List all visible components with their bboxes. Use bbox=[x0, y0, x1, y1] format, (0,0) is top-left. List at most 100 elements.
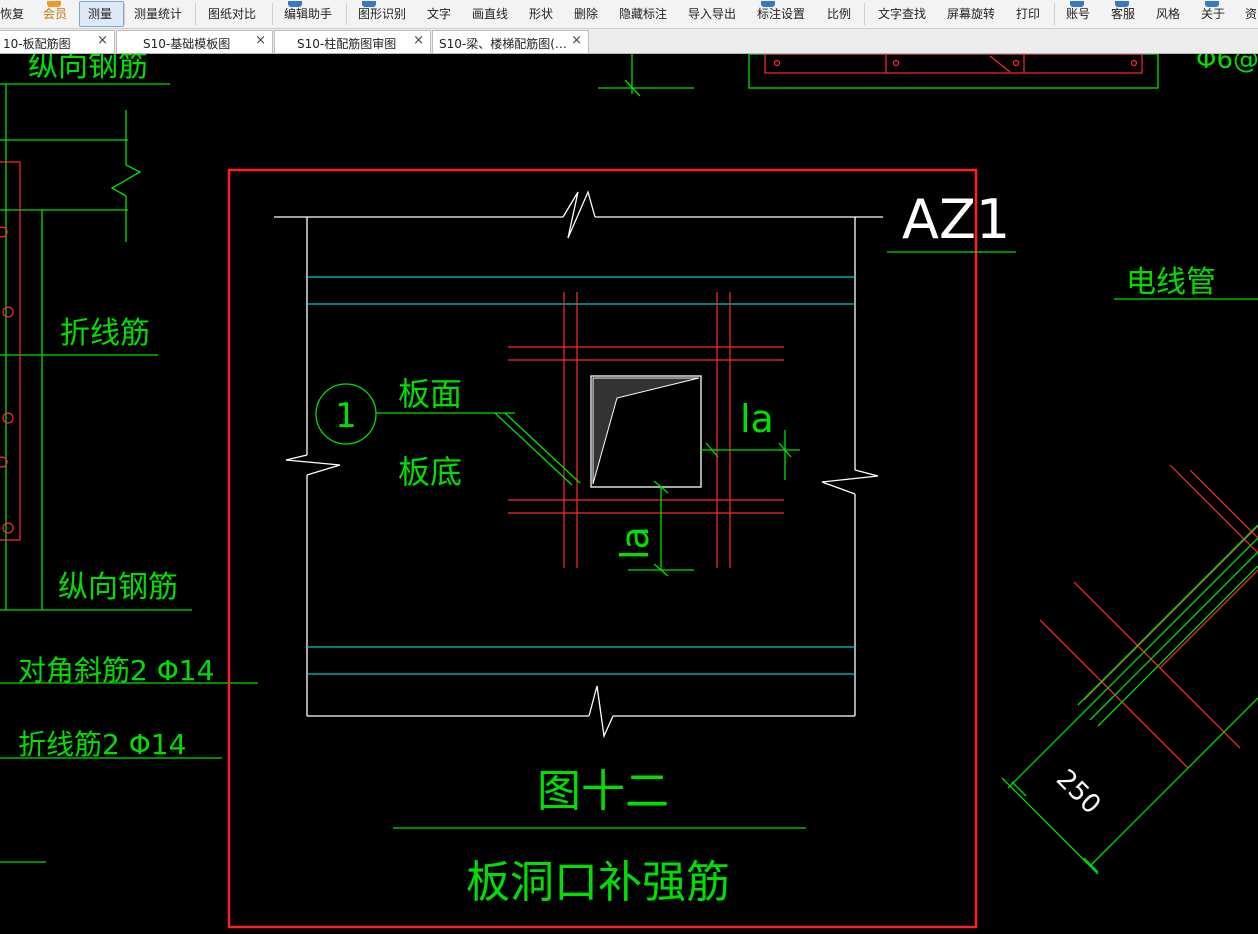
figure-caption: 板洞口补强筋 bbox=[466, 857, 730, 908]
toolbar-button-label: 图纸对比 bbox=[208, 7, 257, 21]
close-icon[interactable]: × bbox=[413, 33, 424, 48]
toolbar-button-label: 删除 bbox=[574, 7, 599, 21]
toolbar-button[interactable]: 资 bbox=[1245, 7, 1257, 21]
tab-ban-peijin[interactable]: 10-板配筋图 × bbox=[0, 30, 115, 53]
toolbar-button-label: 文字 bbox=[427, 7, 452, 21]
toolbar-icon bbox=[761, 1, 775, 7]
toolbar-button-label: 导入导出 bbox=[688, 7, 737, 21]
label-conduit: 电线管 bbox=[1126, 265, 1216, 300]
toolbar-button[interactable]: 会员 bbox=[43, 1, 68, 21]
main-toolbar: 恢复 会员 测量 测量统计 图纸对比 编辑助手 图形识别 文字 画直线 形状 删除 隐藏标注 导入导出 标… bbox=[0, 0, 1258, 29]
toolbar-button-label: 资 bbox=[1245, 7, 1258, 21]
toolbar-button[interactable]: 客服 bbox=[1111, 1, 1136, 21]
toolbar-button[interactable]: 编辑助手 bbox=[284, 1, 332, 21]
toolbar-button-label: 比例 bbox=[827, 7, 852, 21]
toolbar-button[interactable]: 隐藏标注 bbox=[619, 7, 667, 21]
toolbar-separator bbox=[124, 3, 125, 25]
label-top-right-rebar: Φ6@ bbox=[1196, 54, 1258, 75]
toolbar-button-label: 打印 bbox=[1016, 7, 1041, 21]
toolbar-separator bbox=[195, 3, 196, 25]
tab-zhu-peijin[interactable]: S10-柱配筋图审图 × bbox=[274, 30, 431, 53]
toolbar-icon bbox=[1070, 1, 1084, 7]
toolbar-button[interactable]: 文字查找 bbox=[878, 7, 926, 21]
label-la-right: la bbox=[740, 397, 774, 441]
toolbar-button-label: 账号 bbox=[1066, 7, 1091, 21]
label-top-face: 板面 bbox=[398, 375, 462, 413]
tab-label: S10-梁、楼梯配筋图(… bbox=[439, 37, 567, 51]
toolbar-separator bbox=[272, 3, 273, 25]
callout-circle bbox=[315, 383, 377, 445]
toolbar-button-label: 测量统计 bbox=[134, 7, 183, 21]
toolbar-button[interactable]: 风格 bbox=[1156, 7, 1180, 21]
toolbar-button-label: 会员 bbox=[43, 7, 68, 21]
toolbar-button[interactable]: 删除 bbox=[574, 7, 598, 21]
toolbar-separator bbox=[1054, 3, 1055, 25]
dimension-250: 250 bbox=[1050, 764, 1106, 820]
toolbar-button[interactable]: 测量 bbox=[88, 7, 112, 21]
close-icon[interactable]: × bbox=[97, 33, 108, 48]
toolbar-separator bbox=[864, 3, 865, 25]
toolbar-button[interactable]: 账号 bbox=[1066, 1, 1091, 21]
drawing-canvas[interactable]: 纵向钢筋 折线筋 纵向钢筋 对角斜筋2 Φ14 折线筋2 Φ14 Φ6@ 电线管 bbox=[0, 45, 1258, 930]
label-bottom-face: 板底 bbox=[398, 453, 462, 491]
toolbar-icon bbox=[47, 1, 61, 7]
label-longitudinal-top: 纵向钢筋 bbox=[28, 54, 148, 84]
tab-label: 10-板配筋图 bbox=[3, 37, 71, 51]
figure-number: 图十二 bbox=[537, 766, 669, 817]
toolbar-icon bbox=[362, 1, 376, 7]
toolbar-button[interactable]: 恢复 bbox=[0, 7, 24, 21]
tab-label: S10-柱配筋图审图 bbox=[297, 37, 397, 51]
toolbar-button[interactable]: 图形识别 bbox=[358, 1, 406, 21]
label-az1: AZ1 bbox=[902, 188, 1010, 251]
tab-jichu-muban[interactable]: S10-基础模板图 × bbox=[116, 30, 273, 53]
top-partial-red bbox=[764, 53, 1143, 74]
toolbar-button-label: 屏幕旋转 bbox=[947, 7, 996, 21]
toolbar-button-label: 恢复 bbox=[0, 7, 25, 21]
reinforcement-red-bars bbox=[508, 292, 784, 568]
toolbar-button[interactable]: 打印 bbox=[1016, 7, 1040, 21]
toolbar-button-label: 客服 bbox=[1111, 7, 1136, 21]
tab-liang-louti[interactable]: S10-梁、楼梯配筋图(… × bbox=[432, 30, 589, 53]
toolbar-button-label: 形状 bbox=[529, 7, 554, 21]
toolbar-button[interactable]: 图纸对比 bbox=[208, 7, 256, 21]
toolbar-button[interactable]: 比例 bbox=[827, 7, 851, 21]
close-icon[interactable]: × bbox=[255, 33, 266, 48]
label-fold-bar-2: 折线筋2 Φ14 bbox=[18, 728, 186, 761]
toolbar-button-label: 文字查找 bbox=[878, 7, 927, 21]
document-tab-bar: 10-板配筋图 × S10-基础模板图 × S10-柱配筋图审图 × S10-梁… bbox=[0, 29, 1258, 54]
active-tool-highlight bbox=[79, 1, 124, 27]
toolbar-button-label: 画直线 bbox=[472, 7, 509, 21]
toolbar-icon bbox=[288, 1, 302, 7]
left-partial-detail bbox=[0, 83, 258, 863]
top-partial-detail bbox=[598, 53, 1159, 97]
toolbar-button[interactable]: 标注设置 bbox=[757, 1, 805, 21]
right-diagonal-green-bars bbox=[1001, 524, 1258, 875]
label-la-bottom: la bbox=[613, 526, 657, 560]
toolbar-button[interactable]: 导入导出 bbox=[688, 7, 736, 21]
label-fold-bar: 折线筋 bbox=[60, 316, 150, 351]
selection-frame[interactable] bbox=[227, 168, 978, 929]
left-partial-red bbox=[0, 161, 21, 541]
toolbar-button-label: 隐藏标注 bbox=[619, 7, 668, 21]
annotation-lines bbox=[315, 251, 1016, 829]
close-icon[interactable]: × bbox=[571, 33, 582, 48]
cad-drawing[interactable]: 纵向钢筋 折线筋 纵向钢筋 对角斜筋2 Φ14 折线筋2 Φ14 Φ6@ 电线管 bbox=[0, 45, 1258, 930]
tab-label: S10-基础模板图 bbox=[143, 37, 231, 51]
slab-outline bbox=[274, 190, 883, 739]
toolbar-separator bbox=[346, 3, 347, 25]
toolbar-button[interactable]: 文字 bbox=[427, 7, 451, 21]
left-labels: 纵向钢筋 折线筋 纵向钢筋 对角斜筋2 Φ14 折线筋2 Φ14 bbox=[18, 49, 214, 761]
callout-number: 1 bbox=[335, 396, 357, 436]
toolbar-button[interactable]: 画直线 bbox=[472, 7, 508, 21]
toolbar-button[interactable]: 测量统计 bbox=[134, 7, 182, 21]
toolbar-button[interactable]: 关于 bbox=[1201, 1, 1226, 21]
toolbar-button-label: 关于 bbox=[1201, 7, 1226, 21]
opening-hatch bbox=[592, 377, 700, 485]
right-diagonal-red-bars bbox=[1039, 464, 1258, 769]
label-diagonal-bar: 对角斜筋2 Φ14 bbox=[18, 654, 214, 687]
toolbar-icon bbox=[1115, 1, 1129, 7]
toolbar-button[interactable]: 屏幕旋转 bbox=[947, 7, 995, 21]
toolbar-button[interactable]: 形状 bbox=[529, 7, 553, 21]
toolbar-icon bbox=[1205, 1, 1219, 7]
toolbar-button-label: 测量 bbox=[88, 7, 113, 21]
